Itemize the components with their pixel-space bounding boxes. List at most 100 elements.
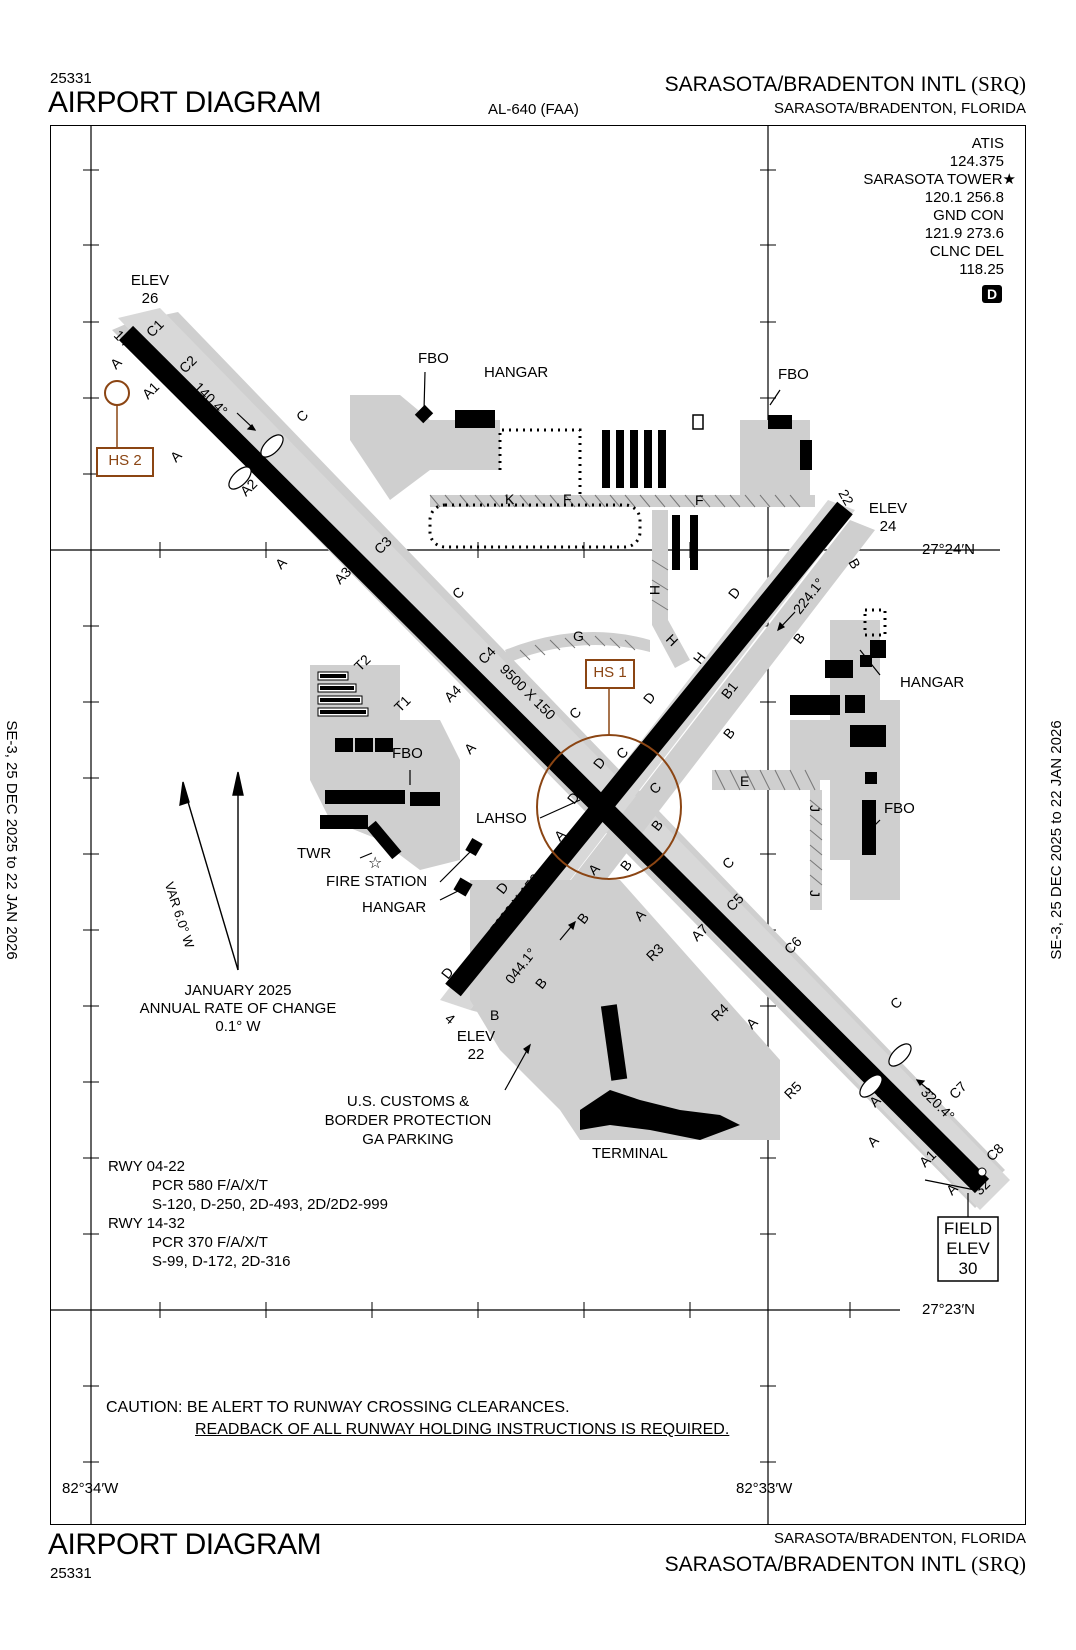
tower-label: SARASOTA TOWER★	[863, 171, 1016, 188]
chart-id-bottom: 25331	[50, 1565, 92, 1582]
hangar-north-building	[455, 410, 495, 428]
field-elev-box	[937, 1216, 999, 1282]
t-hangars-fill	[320, 674, 366, 714]
hs2-circle	[104, 380, 130, 406]
customs-line3: GA PARKING	[362, 1131, 454, 1148]
terminal-building	[580, 1090, 740, 1140]
dotted-area-kf	[428, 503, 642, 549]
pcr-rwy0422: RWY 04-22	[108, 1158, 185, 1175]
pcr-rwy1432: RWY 14-32	[108, 1215, 185, 1232]
elev-4: ELEV 22	[454, 1028, 498, 1064]
fbo-east-label: FBO	[884, 800, 915, 817]
atis-label: ATIS	[971, 135, 1004, 152]
elev22-value: 24	[879, 518, 897, 535]
twy-label-a-3: A	[272, 554, 290, 572]
pcr-block: RWY 04-22 PCR 580 F/A/X/T S-120, D-250, …	[108, 1157, 388, 1271]
hs2-box	[96, 447, 154, 477]
caution-line1: CAUTION: BE ALERT TO RUNWAY CROSSING CLE…	[106, 1399, 570, 1416]
hs1-label: HS 1	[593, 664, 627, 681]
taxiway-h-surface	[652, 510, 690, 668]
clnc-label: CLNC DEL	[929, 243, 1004, 260]
terminal-concourse	[600, 1004, 628, 1081]
tower-freq: 120.1 256.8	[924, 189, 1004, 206]
twy-label-a-1: A	[107, 354, 125, 372]
chart-id-top: 25331	[50, 70, 92, 87]
twy-label-k: K	[505, 491, 515, 507]
clnc-freq: 118.25	[959, 261, 1004, 278]
atis-d-badge: D	[982, 285, 1002, 303]
terminal-apron	[470, 880, 780, 1140]
customs-label: U.S. CUSTOMS & BORDER PROTECTION GA PARK…	[318, 1092, 498, 1149]
twy-label-c-7: C	[887, 994, 905, 1012]
annual-change-line2: ANNUAL RATE OF CHANGE	[139, 1000, 337, 1017]
chart-title-top: AIRPORT DIAGRAM	[48, 86, 322, 119]
twy-label-c-1: C	[293, 407, 311, 425]
taxiway-g-surface	[505, 632, 650, 662]
diagram-frame	[50, 125, 1026, 1525]
runway-04-22	[445, 501, 853, 997]
frequency-block: ATIS 124.375 SARASOTA TOWER★ 120.1 256.8…	[863, 135, 1016, 279]
field-elev-line3: 30	[958, 1259, 978, 1278]
twy-label-b-2: B	[790, 630, 808, 647]
airport-code-top: (SRQ)	[971, 72, 1026, 96]
airport-name-top: SARASOTA/BRADENTON INTL (SRQ)	[664, 72, 1026, 96]
fbo-west-label: FBO	[392, 745, 423, 762]
twy-label-r5: R5	[781, 1078, 805, 1102]
fbo-north-building	[414, 404, 434, 424]
field-elev: FIELD ELEV 30	[938, 1219, 998, 1279]
twy-label-f-2: F	[563, 491, 572, 507]
twy-label-d-1: D	[725, 584, 744, 602]
atis-freq: 124.375	[949, 153, 1004, 170]
twy-label-e: E	[740, 773, 749, 789]
annual-change-line1: JANUARY 2025	[184, 982, 292, 999]
dotted-areas	[428, 428, 887, 637]
lahso-label: LAHSO	[476, 810, 527, 827]
twy-label-a-4: A	[461, 739, 479, 757]
dotted-area-east	[863, 608, 887, 637]
twy-label-f-1: F	[695, 492, 704, 508]
twy-label-a4: A4	[441, 682, 465, 706]
twy-label-a-9: A	[864, 1132, 882, 1150]
hangar-north-label: HANGAR	[484, 364, 549, 381]
lat-bottom: 27°23′N	[922, 1301, 976, 1318]
twy-label-d-2: D	[640, 689, 659, 707]
customs-line1: U.S. CUSTOMS &	[346, 1093, 470, 1110]
twy-label-c-6: C	[719, 854, 737, 872]
twy-label-b-8: B	[490, 1007, 499, 1023]
field-elev-line2: ELEV	[946, 1239, 990, 1258]
city-bottom: SARASOTA/BRADENTON, FLORIDA	[774, 1530, 1026, 1547]
hangar-east-label: HANGAR	[900, 674, 965, 691]
customs-line2: BORDER PROTECTION	[324, 1112, 492, 1129]
twy-label-c7: C7	[946, 1078, 970, 1102]
taxiway-e-surface	[712, 770, 820, 790]
lat-top: 27°24′N	[922, 541, 976, 558]
terminal-label: TERMINAL	[592, 1145, 668, 1162]
fbo-north-label: FBO	[418, 350, 449, 367]
twr-label: TWR	[297, 845, 332, 862]
elev4-label: ELEV	[456, 1028, 496, 1045]
city-top: SARASOTA/BRADENTON, FLORIDA	[774, 100, 1026, 117]
fbo-east-building	[862, 800, 876, 855]
fire-station-label: FIRE STATION	[326, 873, 428, 890]
fbo-west-building	[410, 792, 440, 806]
chart-title-bottom: AIRPORT DIAGRAM	[48, 1528, 322, 1561]
airport-name-bottom: SARASOTA/BRADENTON INTL (SRQ)	[664, 1552, 1026, 1576]
twy-label-j-1: J	[807, 805, 823, 812]
elev4-value: 22	[467, 1046, 485, 1063]
north-arrows	[179, 771, 244, 971]
hotspots	[96, 380, 682, 880]
fuel-icon	[692, 414, 704, 430]
ne-fbo-apron	[740, 420, 810, 500]
tower-star-icon: ☆	[368, 855, 382, 872]
fbo-ne-building	[768, 415, 792, 429]
hs1-box	[585, 659, 635, 689]
caution-line2: READBACK OF ALL RUNWAY HOLDING INSTRUCTI…	[195, 1421, 730, 1438]
elev-14: ELEV 26	[128, 272, 172, 308]
hangar-east-building	[850, 725, 886, 747]
fbo-ne-label: FBO	[778, 366, 809, 383]
gnd-label: GND CON	[933, 207, 1004, 224]
rwy4-label: 4	[442, 1010, 458, 1027]
twy-label-a1: A1	[139, 379, 163, 403]
elev22-label: ELEV	[868, 500, 908, 517]
pcr-rwy0422-pcr: PCR 580 F/A/X/T	[152, 1177, 268, 1194]
